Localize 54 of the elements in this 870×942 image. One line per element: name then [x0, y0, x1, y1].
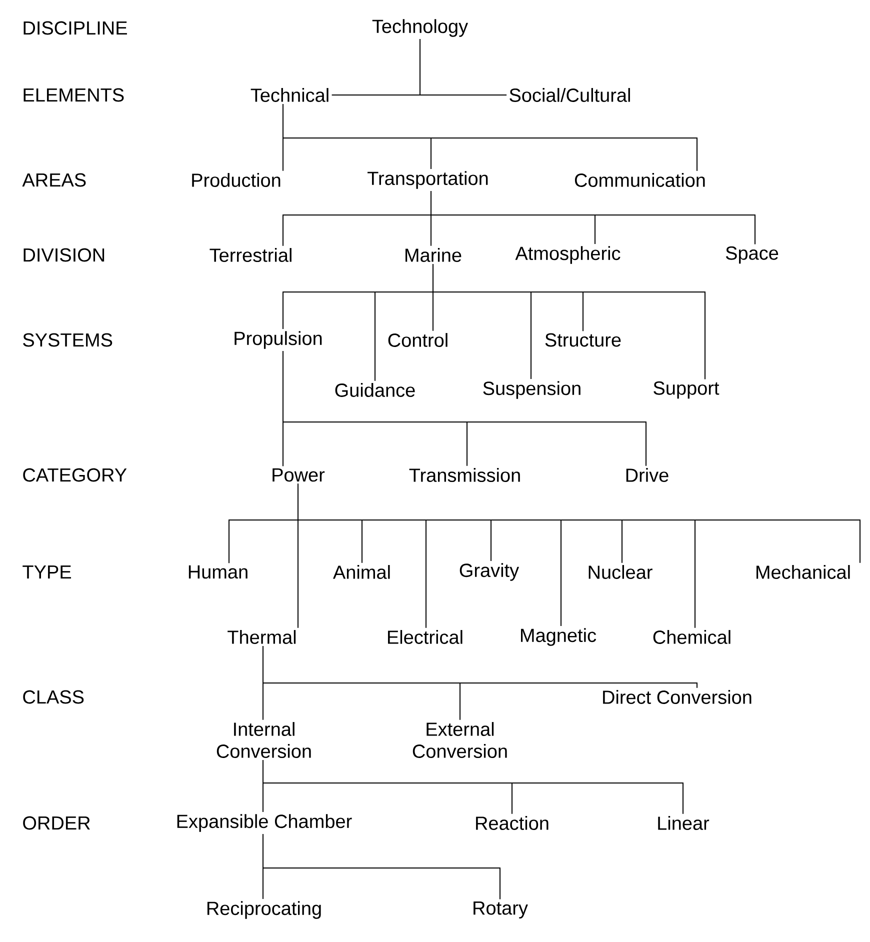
category-text: Terrestrial [210, 248, 292, 262]
category-text: Electrical [388, 630, 462, 644]
connector-line [262, 760, 684, 814]
category-text: Support [654, 381, 720, 399]
category-text: Transportation [368, 171, 488, 189]
category-text: Nuclear [588, 565, 652, 579]
category-text: Social/Cultural [510, 88, 630, 102]
category-text: Communication [574, 173, 705, 187]
category-text: Animal [333, 565, 390, 579]
category-text: Rotary [474, 902, 528, 918]
category-text: Guidance [335, 383, 415, 397]
category-text: Reciprocating [207, 901, 321, 919]
category-text: Reaction [476, 816, 548, 830]
category-text: External Conversion [412, 722, 507, 758]
category-text: Marine [406, 248, 462, 262]
category-text: Power [272, 468, 325, 482]
level-label: SYSTEMS [23, 333, 112, 347]
connector-line [430, 190, 756, 245]
category-text: Internal Conversion [216, 722, 311, 758]
category-text: Mechanical [756, 565, 850, 579]
connector-line [282, 350, 646, 466]
category-text: Linear [658, 816, 710, 830]
level-label: CLASS [23, 690, 84, 704]
category-text: Technology [372, 19, 468, 37]
category-text: Magnetic [521, 628, 596, 646]
connector-line [282, 104, 698, 172]
category-text: Control [388, 333, 448, 347]
category-text: Direct Conversion [603, 690, 752, 704]
category-text: Propulsion [234, 331, 322, 349]
connector-line [262, 834, 500, 900]
category-text: Structure [545, 333, 621, 347]
connector-line [420, 38, 508, 96]
category-text: Production [192, 173, 280, 187]
level-label: CATEGORY [23, 468, 127, 482]
category-text: Expansible Chamber [177, 814, 352, 832]
category-text: Chemical [653, 630, 730, 644]
connector-line [432, 264, 706, 380]
category-text: Human [188, 565, 248, 579]
category-text: Atmospheric [515, 246, 620, 264]
level-label: ELEMENTS [24, 88, 124, 102]
category-text: Suspension [483, 381, 580, 399]
level-label: DISCIPLINE [24, 21, 127, 35]
category-text: Drive [626, 468, 668, 482]
level-label: TYPE [22, 565, 71, 579]
level-label: ORDER [23, 816, 90, 830]
connector-line [298, 483, 860, 564]
category-text: Thermal [228, 630, 296, 644]
category-text: Gravity [460, 563, 520, 581]
level-label: AREAS [22, 173, 86, 187]
category-text: Space [726, 246, 778, 264]
connector-line [262, 646, 698, 688]
level-label: DIVISION [24, 248, 104, 262]
category-text: Technical [250, 88, 328, 102]
category-text: Transmission [409, 468, 520, 482]
